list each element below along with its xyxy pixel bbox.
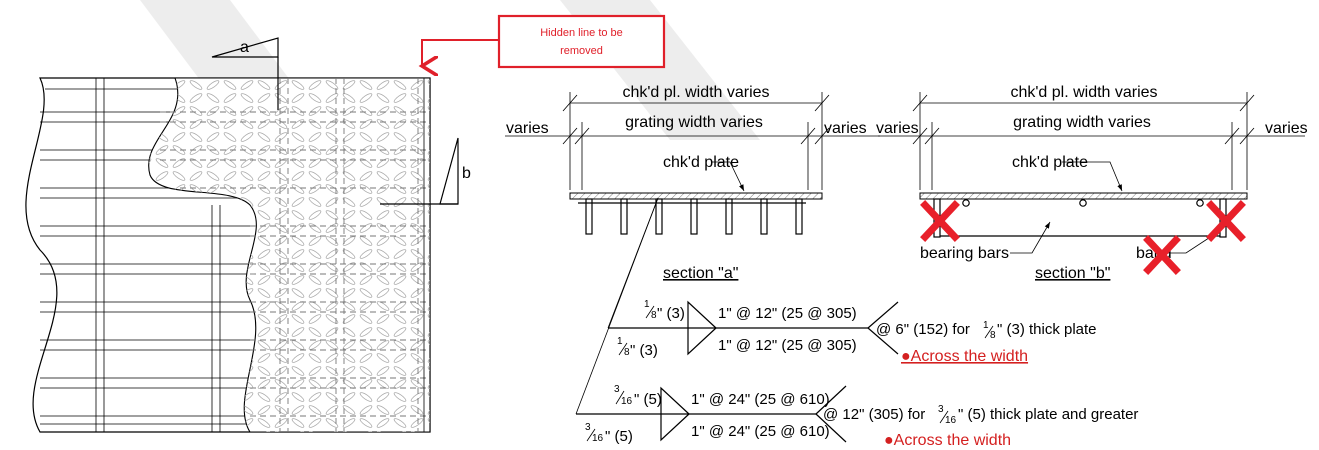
removal-x-mark-right [1206, 200, 1246, 242]
section-a-top-dimension: chk'd pl. width varies [622, 84, 769, 101]
weld1-top-frac-den: 8 [651, 310, 657, 321]
weld2-top-spec: 1" @ 24" (25 @ 610) [691, 391, 830, 408]
weld1-top-frac-num: 1 [644, 299, 650, 310]
weld2-top-frac-den: 16 [621, 396, 633, 407]
section-b-grating-dimension: grating width varies [1013, 114, 1151, 131]
section-b-right-varies: varies [1265, 120, 1308, 137]
weld1-note-post: " (3) thick plate [997, 321, 1097, 338]
weld-symbols: 1 8 " (3) 1" @ 12" (25 @ 305) 1 8 " (3) … [575, 197, 1138, 449]
section-a-title: section "a" [663, 265, 738, 282]
callout-line2: removed [560, 45, 603, 57]
weld1-note-pre: @ 6" (152) for [876, 321, 970, 338]
weld1-bot-frac-den: 8 [624, 347, 630, 358]
section-b: chk'd pl. width varies grating width var… [876, 84, 1308, 282]
removal-x-mark-band [1143, 235, 1181, 275]
section-b-plate-label: chk'd plate [1012, 154, 1088, 171]
section-b-title: section "b" [1035, 265, 1110, 282]
section-a: chk'd pl. width varies grating width var… [505, 84, 880, 282]
callout-line1: Hidden line to be [540, 27, 623, 39]
hidden-line-callout: Hidden line to be removed [422, 14, 666, 67]
weld2-note-frac-den: 16 [945, 415, 957, 426]
plan-view: a b [25, 37, 471, 433]
weld2-top-size: " (5) [634, 391, 662, 408]
removal-x-marks [920, 200, 1246, 275]
section-mark-b-label: b [462, 165, 471, 182]
section-a-plate-label: chk'd plate [663, 154, 739, 171]
weld1-note-frac-den: 8 [990, 330, 996, 341]
weld1-note-frac-num: 1 [983, 320, 989, 331]
section-b-top-dimension: chk'd pl. width varies [1010, 84, 1157, 101]
weld1-bottom-size: " (3) [630, 342, 658, 359]
bearing-bars-label: bearing bars [920, 245, 1009, 262]
weld1-top-spec: 1" @ 12" (25 @ 305) [718, 305, 857, 322]
weld2-note-post: " (5) thick plate and greater [958, 406, 1138, 423]
section-a-left-varies: varies [506, 120, 549, 137]
section-b-left-varies: varies [876, 120, 919, 137]
weld1-bot-frac-num: 1 [617, 336, 623, 347]
weld2-red-note: ●Across the width [884, 432, 1011, 449]
weld1-top-size: " (3) [657, 305, 685, 322]
weld2-bottom-size: " (5) [605, 428, 633, 445]
weld1-bottom-spec: 1" @ 12" (25 @ 305) [718, 337, 857, 354]
weld-symbol-1: 1 8 " (3) 1" @ 12" (25 @ 305) 1 8 " (3) … [608, 299, 1097, 365]
weld2-bot-frac-den: 16 [592, 433, 604, 444]
weld2-top-frac-num: 3 [614, 384, 620, 395]
weld2-bottom-spec: 1" @ 24" (25 @ 610) [691, 423, 830, 440]
removal-x-mark-left [920, 200, 960, 242]
section-mark-a-label: a [240, 39, 249, 56]
weld1-red-note: ●Across the width [901, 348, 1028, 365]
weld2-note-pre: @ 12" (305) for [823, 406, 925, 423]
weld-symbol-2: 3 16 " (5) 1" @ 24" (25 @ 610) 3 16 " (5… [576, 384, 1138, 449]
weld2-bot-frac-num: 3 [585, 422, 591, 433]
weld2-note-frac-num: 3 [938, 404, 944, 415]
section-a-grating-dimension: grating width varies [625, 114, 763, 131]
section-a-right-varies: varies [824, 120, 867, 137]
